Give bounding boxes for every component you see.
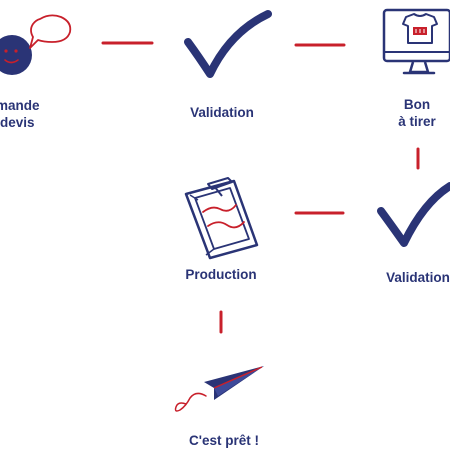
step-label-validation-2: Validation	[378, 269, 450, 286]
step-label-line: devis	[0, 115, 35, 130]
step-label-line: Bon	[403, 97, 431, 112]
check-icon	[184, 10, 272, 78]
step-label-line: Production	[185, 267, 257, 282]
monitor-tshirt-icon	[382, 8, 450, 75]
chat-face-icon	[0, 14, 72, 75]
step-label-production: Production	[176, 266, 266, 283]
step-label-line: mande	[0, 98, 40, 113]
step-label-devis: mande devis	[0, 97, 48, 131]
screen-print-frame-icon	[184, 177, 259, 260]
step-label-pret: C'est prêt !	[176, 432, 272, 449]
step-label-line: à tirer	[398, 114, 436, 129]
step-label-line: Validation	[386, 270, 450, 285]
step-label-line: C'est prêt !	[189, 433, 259, 448]
step-label-bon-a-tirer: Bon à tirer	[382, 96, 450, 130]
check-icon	[377, 182, 450, 247]
step-label-line: Validation	[190, 105, 254, 120]
step-label-validation-1: Validation	[180, 104, 264, 121]
paper-plane-icon	[174, 366, 264, 412]
